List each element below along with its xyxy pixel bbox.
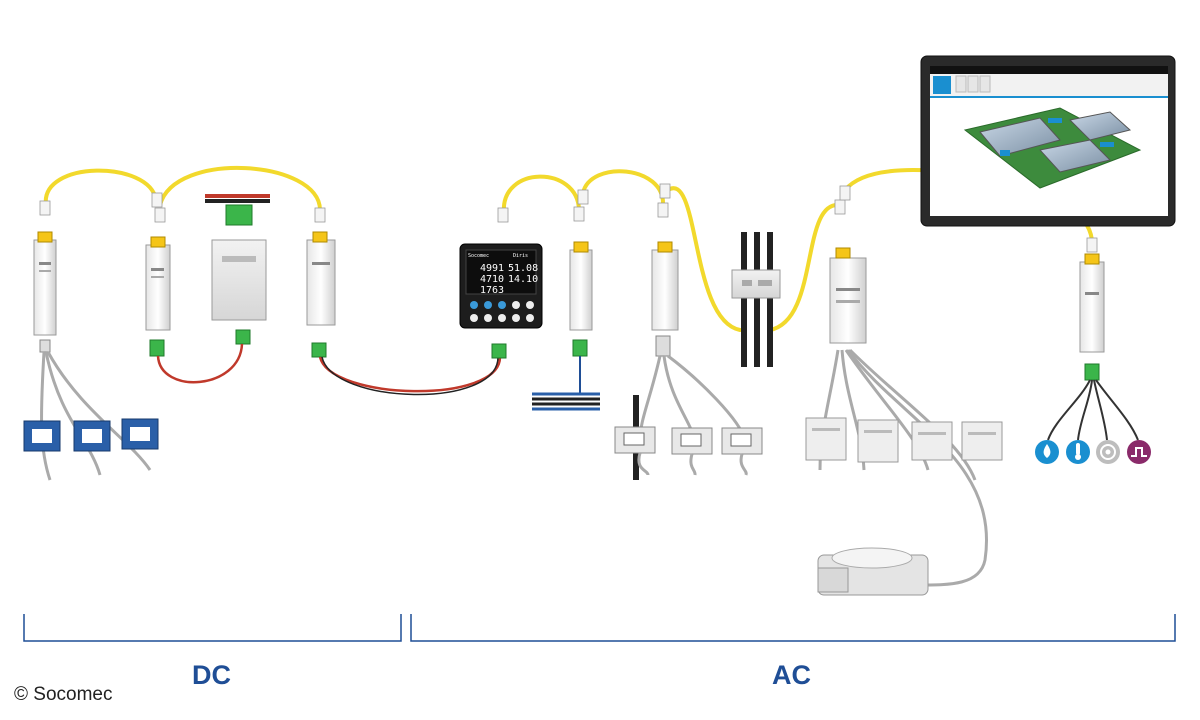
ct-block <box>911 421 953 461</box>
dc-current-sensors <box>23 351 159 481</box>
dc-power-supply <box>205 194 270 345</box>
ethernet-cable-5 <box>666 186 742 332</box>
copyright-credit: © Socomec <box>14 684 113 705</box>
split-core-ct <box>721 427 763 455</box>
split-core-ct <box>614 426 656 454</box>
gas-meter-icon <box>1096 440 1120 464</box>
dc-wiring <box>156 343 502 396</box>
ct-block <box>805 417 847 461</box>
ct-block <box>961 421 1003 461</box>
ac-bracket <box>410 614 1176 642</box>
meter-value: 51.08 <box>508 263 538 274</box>
dc-section-label: DC <box>192 660 231 690</box>
meter-header: Socomec <box>468 253 489 259</box>
water-drop-icon <box>1035 440 1059 464</box>
ethernet-cable-4 <box>581 169 666 207</box>
meter-value: 1763 <box>480 285 504 296</box>
ac-module-3 <box>805 247 1003 596</box>
ethernet-cable-1 <box>43 168 158 207</box>
busbar-lines <box>532 392 600 411</box>
ethernet-cable-2 <box>158 166 322 212</box>
dc-bracket <box>23 614 402 642</box>
meter-value: 4710 <box>480 274 504 285</box>
ac-module-1 <box>532 241 600 411</box>
thermometer-icon <box>1066 440 1090 464</box>
ct-sensor <box>23 420 61 452</box>
ac-gateway-module <box>731 232 781 367</box>
pulse-icon <box>1127 440 1151 464</box>
meter-display: Socomec Diris 4991 51.08 4710 14.10 1763 <box>459 243 543 359</box>
ac-module-2 <box>614 241 763 480</box>
dc-module-2 <box>145 236 171 357</box>
split-core-ct <box>671 427 713 455</box>
meter-value: 14.10 <box>508 274 538 285</box>
meter-mode: Diris <box>513 253 528 259</box>
factory-3d-view <box>963 107 1142 189</box>
rj45-connectors <box>39 183 1098 253</box>
meter-value: 4991 <box>480 263 504 274</box>
ct-sensor <box>73 420 111 452</box>
dc-module-3 <box>306 231 336 358</box>
dc-module-1 <box>33 231 57 353</box>
supervision-screen <box>920 55 1176 227</box>
ethernet-cable-3 <box>501 174 581 215</box>
ac-section-label: AC <box>772 660 811 690</box>
ct-block <box>857 419 899 463</box>
ac-module-4 <box>1035 253 1151 464</box>
ct-sensor <box>121 418 159 450</box>
ring-ct <box>817 547 929 596</box>
ethernet-cable-6 <box>768 202 842 332</box>
meter-keypad <box>470 301 534 322</box>
